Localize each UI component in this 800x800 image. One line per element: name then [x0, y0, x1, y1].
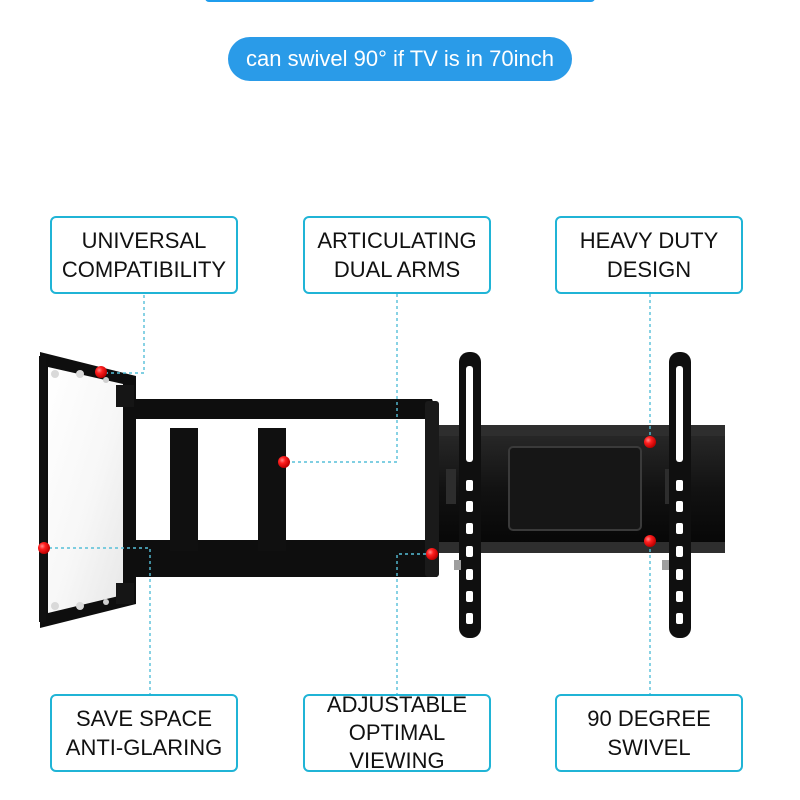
articulating-arms: [112, 399, 669, 577]
universal-compatibility-line1: UNIVERSAL: [81, 228, 207, 253]
heavy-duty-design-line2: DESIGN: [606, 257, 692, 282]
90-degree-swivel-line1: 90 DEGREE: [587, 706, 711, 731]
articulating-dual-arms-label: ARTICULATING DUAL ARMS: [303, 216, 491, 294]
universal-compatibility-label: UNIVERSAL COMPATIBILITY: [50, 216, 238, 294]
heavy-duty-design-line1: HEAVY DUTY: [579, 228, 719, 253]
connector-lines: [44, 294, 651, 696]
marker-heavy-duty: [644, 436, 656, 448]
marker-swivel: [644, 535, 656, 547]
adjustable-optimal-viewing-line3: VIEWING: [349, 748, 445, 773]
save-space-anti-glaring-label: SAVE SPACE ANTI-GLARING: [50, 694, 238, 772]
adjustable-optimal-viewing-label: ADJUSTABLE OPTIMAL VIEWING: [303, 692, 491, 773]
articulating-dual-arms-line2: DUAL ARMS: [333, 257, 461, 282]
feature-markers: [38, 366, 656, 560]
vertical-rail-left: [459, 352, 481, 638]
top-accent-strip: [205, 0, 595, 2]
90-degree-swivel-line2: SWIVEL: [607, 735, 691, 760]
marker-universal: [95, 366, 107, 378]
adjustable-optimal-viewing-line2: OPTIMAL: [348, 720, 446, 745]
90-degree-swivel-label: 90 DEGREE SWIVEL: [555, 694, 743, 772]
marker-save-space: [38, 542, 50, 554]
marker-arms: [278, 456, 290, 468]
tv-plate: [39, 352, 136, 628]
universal-compatibility-line2: COMPATIBILITY: [61, 257, 227, 282]
wall-plate: [430, 425, 725, 553]
adjustable-optimal-viewing-line1: ADJUSTABLE: [326, 692, 468, 717]
articulating-dual-arms-line1: ARTICULATING: [317, 228, 477, 253]
save-space-anti-glaring-line1: SAVE SPACE: [75, 706, 213, 731]
vertical-rail-right: [669, 352, 691, 638]
save-space-anti-glaring-line2: ANTI-GLARING: [65, 735, 223, 760]
heavy-duty-design-label: HEAVY DUTY DESIGN: [555, 216, 743, 294]
swivel-banner: can swivel 90° if TV is in 70inch: [228, 37, 572, 81]
marker-adjustable: [426, 548, 438, 560]
